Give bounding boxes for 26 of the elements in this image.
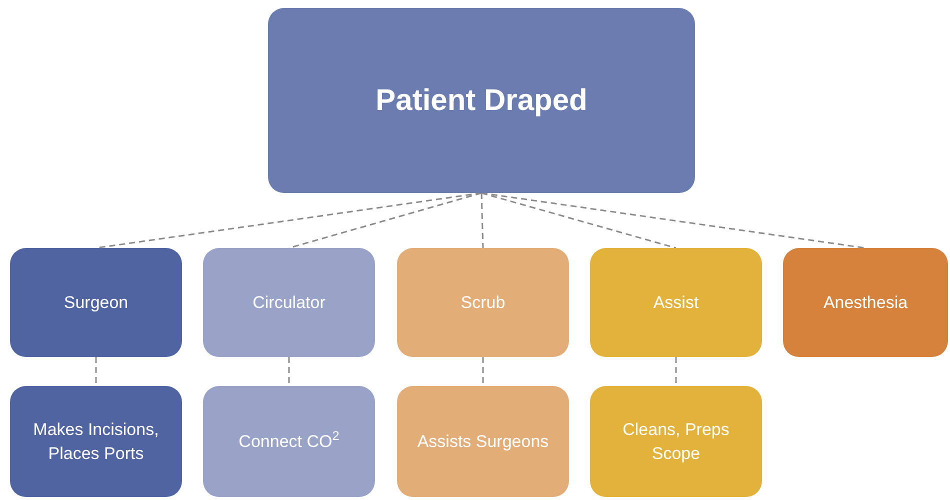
role-box (10, 386, 182, 497)
node-label: Patient Draped (376, 83, 588, 119)
dashed-connector (480, 192, 484, 248)
node-label: Circulator (252, 292, 326, 314)
role-box (203, 386, 375, 497)
dashed-connector (288, 357, 290, 386)
dashed-connector (95, 357, 97, 386)
node-label: Makes Incisions, Places Ports (32, 418, 160, 464)
node-label: Assists Surgeons (417, 430, 549, 452)
dashed-connector (675, 357, 677, 386)
node-label: Scrub (460, 292, 506, 314)
title-box (268, 8, 695, 193)
role-box (10, 248, 182, 357)
role-box (203, 248, 375, 357)
node-label: Connect CO$^{2}$ (238, 430, 340, 452)
node-label: Cleans, Preps Scope (622, 418, 730, 464)
node-label: Anesthesia (823, 292, 908, 314)
role-box (590, 248, 762, 357)
dashed-connector (481, 192, 676, 249)
dashed-connector (482, 357, 484, 386)
role-box (397, 248, 569, 357)
role-box (783, 248, 948, 357)
node-label: Assist (653, 292, 699, 314)
role-box (590, 386, 762, 497)
node-label: Surgeon (64, 292, 128, 314)
role-box (397, 386, 569, 497)
